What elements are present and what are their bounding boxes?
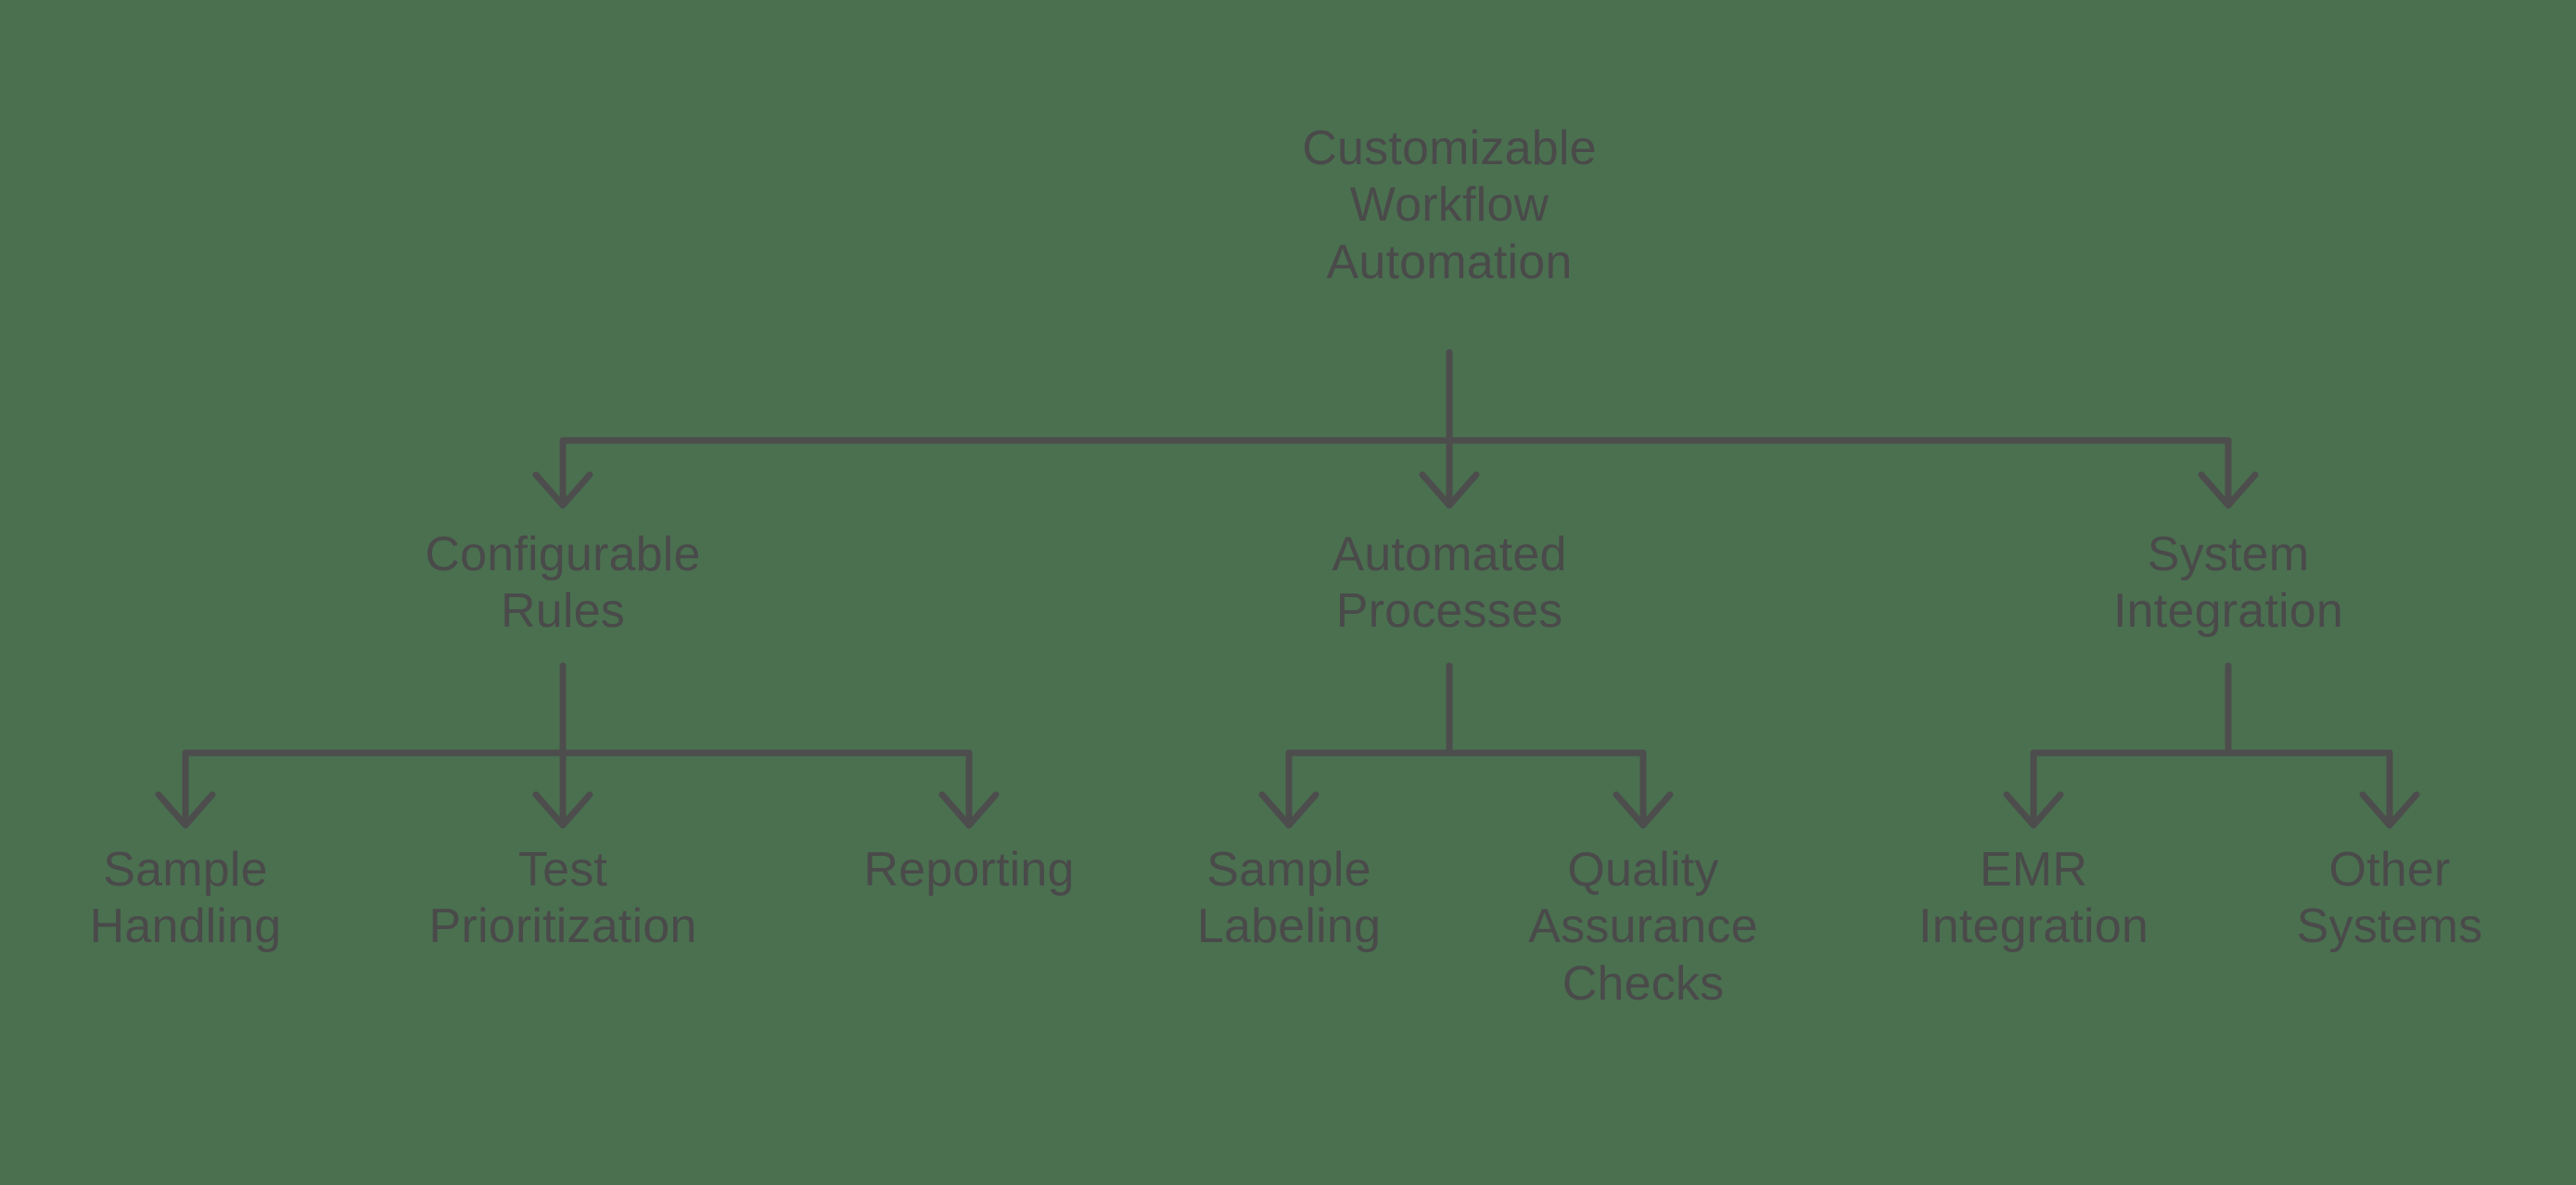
arrowhead-leaf-2-1 bbox=[1258, 791, 1320, 829]
leaf-node-sample-handling: Sample Handling bbox=[89, 843, 282, 954]
leaf-node-emr-integration: EMR Integration bbox=[1919, 843, 2149, 954]
branch-node-configurable-rules: Configurable Rules bbox=[425, 528, 701, 639]
leaf-node-quality-assurance-checks: Quality Assurance Checks bbox=[1528, 843, 1758, 1011]
arrowhead-leaf-1-3 bbox=[938, 791, 1000, 829]
arrowhead-branch-2 bbox=[1419, 471, 1480, 509]
arrowhead-leaf-2-2 bbox=[1613, 791, 1674, 829]
arrowhead-leaf-1-2 bbox=[532, 791, 593, 829]
arrowhead-leaf-1-1 bbox=[155, 791, 216, 829]
arrowhead-branch-3 bbox=[2198, 471, 2259, 509]
arrowhead-leaf-3-2 bbox=[2359, 791, 2420, 829]
arrowhead-branch-1 bbox=[532, 471, 593, 509]
arrowhead-leaf-3-1 bbox=[2003, 791, 2064, 829]
leaf-node-sample-labeling: Sample Labeling bbox=[1196, 843, 1382, 954]
branch-node-automated-processes: Automated Processes bbox=[1332, 528, 1567, 639]
branch-node-system-integration: System Integration bbox=[2113, 528, 2343, 639]
leaf-node-reporting: Reporting bbox=[863, 843, 1075, 897]
leaf-node-other-systems: Other Systems bbox=[2296, 843, 2483, 954]
leaf-node-test-prioritization: Test Prioritization bbox=[428, 843, 697, 954]
root-node: Customizable Workflow Automation bbox=[1302, 121, 1597, 289]
